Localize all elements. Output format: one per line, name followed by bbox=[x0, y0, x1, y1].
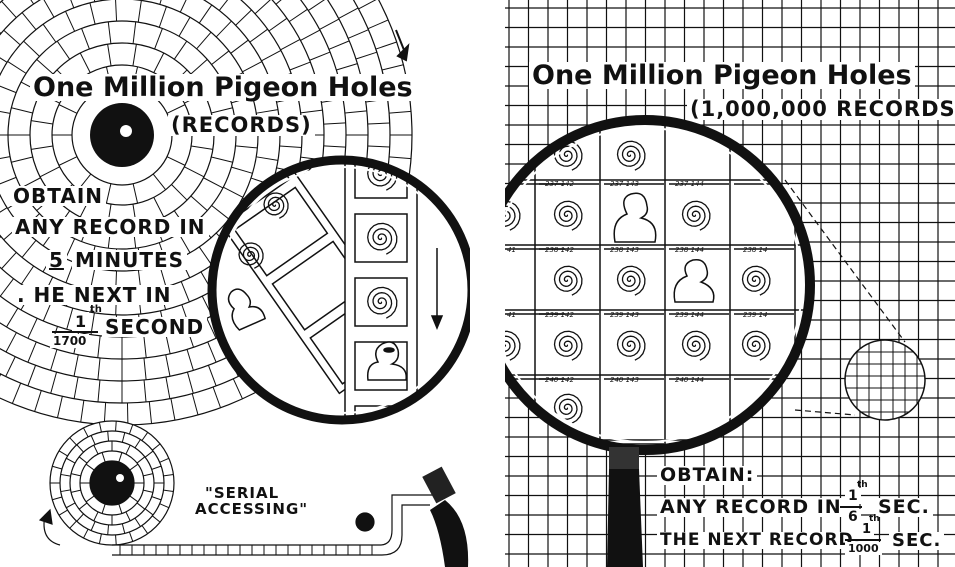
record-number-label: 237 142 bbox=[545, 180, 574, 188]
record-number-label: 239 142 bbox=[545, 311, 574, 319]
right-illustration-panel: 41 237 142 237 143 237 144 41 238 142 238 143 2… bbox=[505, 0, 955, 567]
left-minutes-word: MINUTES bbox=[72, 250, 187, 270]
left-title: One Million Pigeon Holes bbox=[30, 74, 416, 101]
right-frac1-numerator: 1 bbox=[845, 488, 861, 504]
panel-divider bbox=[470, 0, 505, 567]
record-number-label: 237 143 bbox=[610, 180, 639, 188]
right-frac1-superscript: th bbox=[857, 480, 868, 490]
record-number-label: 238 14 bbox=[743, 246, 768, 254]
right-any-record: ANY RECORD IN bbox=[657, 498, 845, 517]
left-obtain: OBTAIN bbox=[10, 186, 106, 206]
serial-label-line2: ACCESSING" bbox=[195, 502, 308, 517]
record-number-label: 239 14 bbox=[743, 311, 768, 319]
right-frac2-bar bbox=[845, 539, 881, 541]
right-frac1-bar bbox=[840, 506, 862, 508]
record-number-label: 240 144 bbox=[675, 376, 704, 384]
small-lens bbox=[845, 340, 925, 420]
record-number-label: 238 143 bbox=[610, 246, 639, 254]
right-frac2-numerator: 1 bbox=[859, 522, 874, 537]
record-number-label: 41 bbox=[507, 246, 516, 254]
left-frac-superscript: th bbox=[90, 304, 102, 315]
record-number-label: 238 144 bbox=[675, 246, 704, 254]
right-obtain: OBTAIN: bbox=[657, 466, 757, 485]
right-subtitle: (1,000,000 RECORDS) bbox=[687, 99, 955, 120]
record-number-label: 237 144 bbox=[675, 180, 704, 188]
left-frac-numerator: 1 bbox=[72, 312, 89, 331]
left-subtitle: (RECORDS) bbox=[168, 115, 315, 136]
record-number-label: 240 142 bbox=[545, 376, 574, 384]
right-next-record: THE NEXT RECORD, bbox=[657, 532, 864, 549]
right-frac2-superscript: th bbox=[869, 514, 880, 524]
record-number-label: 41 bbox=[507, 311, 516, 319]
left-minutes-number: 5 bbox=[46, 250, 67, 270]
left-frac-denominator: 1700 bbox=[50, 334, 89, 348]
magnified-view bbox=[184, 121, 470, 460]
right-title: One Million Pigeon Holes bbox=[529, 62, 915, 89]
left-any-record: ANY RECORD IN bbox=[12, 217, 209, 237]
record-number-label: 238 142 bbox=[545, 246, 574, 254]
right-sec1: SEC. bbox=[875, 498, 933, 517]
record-number-label: 239 143 bbox=[610, 311, 639, 319]
left-next-in: . HE NEXT IN bbox=[14, 285, 175, 305]
serial-label-line1: "SERIAL bbox=[205, 486, 279, 501]
left-illustration-panel: One Million Pigeon Holes (RECORDS) OBTAI… bbox=[0, 0, 470, 567]
right-sec2: SEC. bbox=[889, 532, 944, 550]
right-frac2-denominator: 1000 bbox=[845, 542, 882, 555]
record-number-label: 239 144 bbox=[675, 311, 704, 319]
record-number-label: 240 143 bbox=[610, 376, 639, 384]
left-second: SECOND bbox=[102, 317, 207, 337]
left-frac-bar bbox=[52, 331, 98, 333]
